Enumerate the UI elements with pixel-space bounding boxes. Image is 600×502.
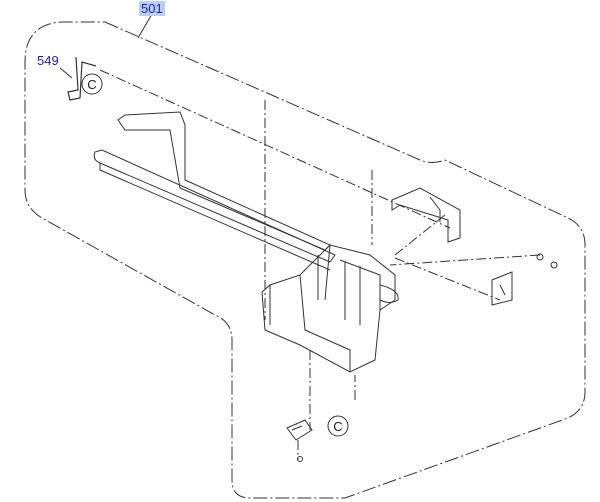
common-mark-1: C [87, 77, 96, 92]
head-cover-part [391, 187, 461, 243]
screw-2 [550, 261, 558, 269]
carriage-unit [261, 244, 399, 373]
screw-1 [536, 253, 544, 261]
carriage-rail [93, 149, 336, 271]
guide-lines [99, 69, 541, 460]
screw-3 [297, 456, 303, 462]
small-sensor-part [286, 419, 313, 441]
assembly-boundary [24, 21, 586, 499]
callout-501[interactable]: 501 [139, 1, 165, 16]
callout-549[interactable]: 549 [37, 53, 59, 68]
common-mark-circle-2 [327, 415, 349, 437]
common-mark-circle-1 [81, 73, 103, 95]
flat-cable [117, 111, 331, 251]
callout-leader-549 [59, 67, 73, 79]
bracket-549 [67, 56, 97, 101]
common-mark-2: C [333, 419, 342, 434]
callout-leader-501 [137, 13, 153, 39]
sensor-bracket [491, 271, 513, 306]
